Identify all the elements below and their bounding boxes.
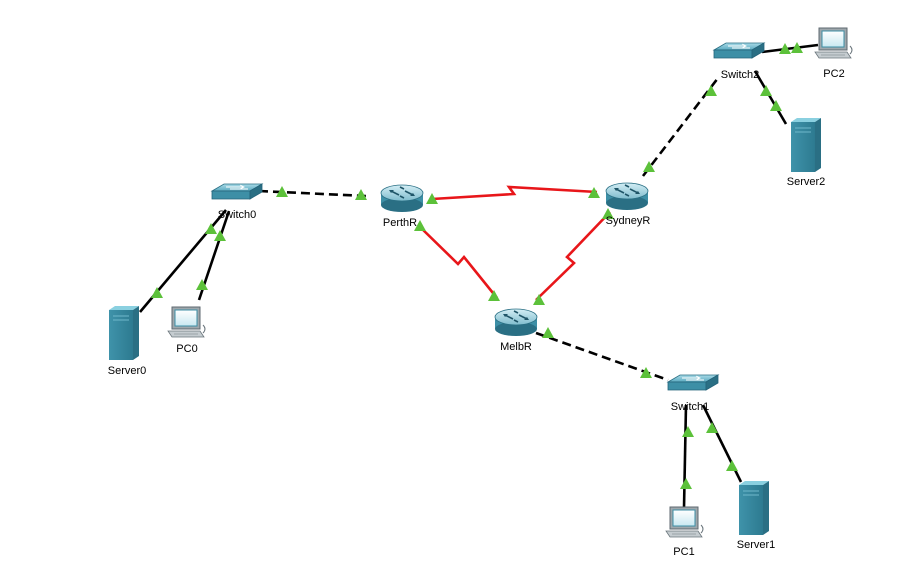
link-light-icon — [196, 279, 208, 290]
device-label-server2: Server2 — [787, 176, 826, 188]
server-server1-icon[interactable] — [739, 481, 769, 535]
link-light-icon — [414, 220, 426, 231]
link-light-icon — [602, 208, 614, 219]
link-light-icon — [770, 100, 782, 111]
link-light-icon — [205, 223, 217, 234]
pc-pc2-icon[interactable] — [814, 27, 853, 59]
link-perth-melb[interactable] — [417, 224, 499, 299]
link-light-icon — [779, 43, 791, 54]
link-switch1-pc1[interactable] — [682, 404, 688, 509]
link-light-icon — [682, 426, 694, 437]
router-sydney-icon[interactable] — [605, 182, 649, 210]
link-light-icon — [706, 422, 718, 433]
link-switch0-perth[interactable] — [258, 189, 367, 198]
link-perth-sydney[interactable] — [431, 185, 598, 201]
device-label-pc0: PC0 — [176, 343, 197, 355]
router-melb-icon[interactable] — [494, 308, 538, 336]
server-server2-icon[interactable] — [791, 118, 821, 172]
device-label-sydney: SydneyR — [606, 215, 651, 227]
link-light-icon — [588, 187, 600, 198]
link-switch2-pc2[interactable] — [761, 43, 819, 54]
device-label-perth: PerthR — [383, 217, 417, 229]
server-server0-icon[interactable] — [109, 306, 139, 360]
link-light-icon — [542, 327, 554, 338]
link-light-icon — [680, 478, 692, 489]
switch-switch0-icon[interactable] — [210, 183, 264, 200]
pc-pc0-icon[interactable] — [167, 306, 206, 338]
link-light-icon — [533, 294, 545, 305]
device-label-switch1: Switch1 — [671, 401, 710, 413]
device-label-pc2: PC2 — [823, 68, 844, 80]
device-label-melb: MelbR — [500, 341, 532, 353]
link-light-icon — [426, 193, 438, 204]
device-label-switch2: Switch2 — [721, 69, 760, 81]
link-light-icon — [640, 367, 652, 378]
link-sydney-melb[interactable] — [535, 211, 611, 301]
link-switch2-server2[interactable] — [753, 70, 788, 125]
link-light-icon — [355, 189, 367, 200]
switch-switch2-icon[interactable] — [712, 42, 766, 59]
device-label-switch0: Switch0 — [218, 209, 257, 221]
links-layer — [139, 43, 819, 509]
device-label-server0: Server0 — [108, 365, 147, 377]
link-light-icon — [726, 460, 738, 471]
link-sydney-switch2[interactable] — [641, 77, 720, 177]
link-lights-layer — [151, 42, 803, 489]
link-light-icon — [760, 85, 772, 96]
link-light-icon — [643, 161, 655, 172]
device-label-pc1: PC1 — [673, 546, 694, 558]
device-label-server1: Server1 — [737, 539, 776, 551]
router-perth-icon[interactable] — [380, 184, 424, 212]
link-light-icon — [276, 186, 288, 197]
link-light-icon — [151, 287, 163, 298]
link-light-icon — [791, 42, 803, 53]
pc-pc1-icon[interactable] — [665, 506, 704, 538]
link-light-icon — [214, 230, 226, 241]
link-light-icon — [705, 85, 717, 96]
switch-switch1-icon[interactable] — [666, 374, 720, 391]
link-light-icon — [488, 290, 500, 301]
